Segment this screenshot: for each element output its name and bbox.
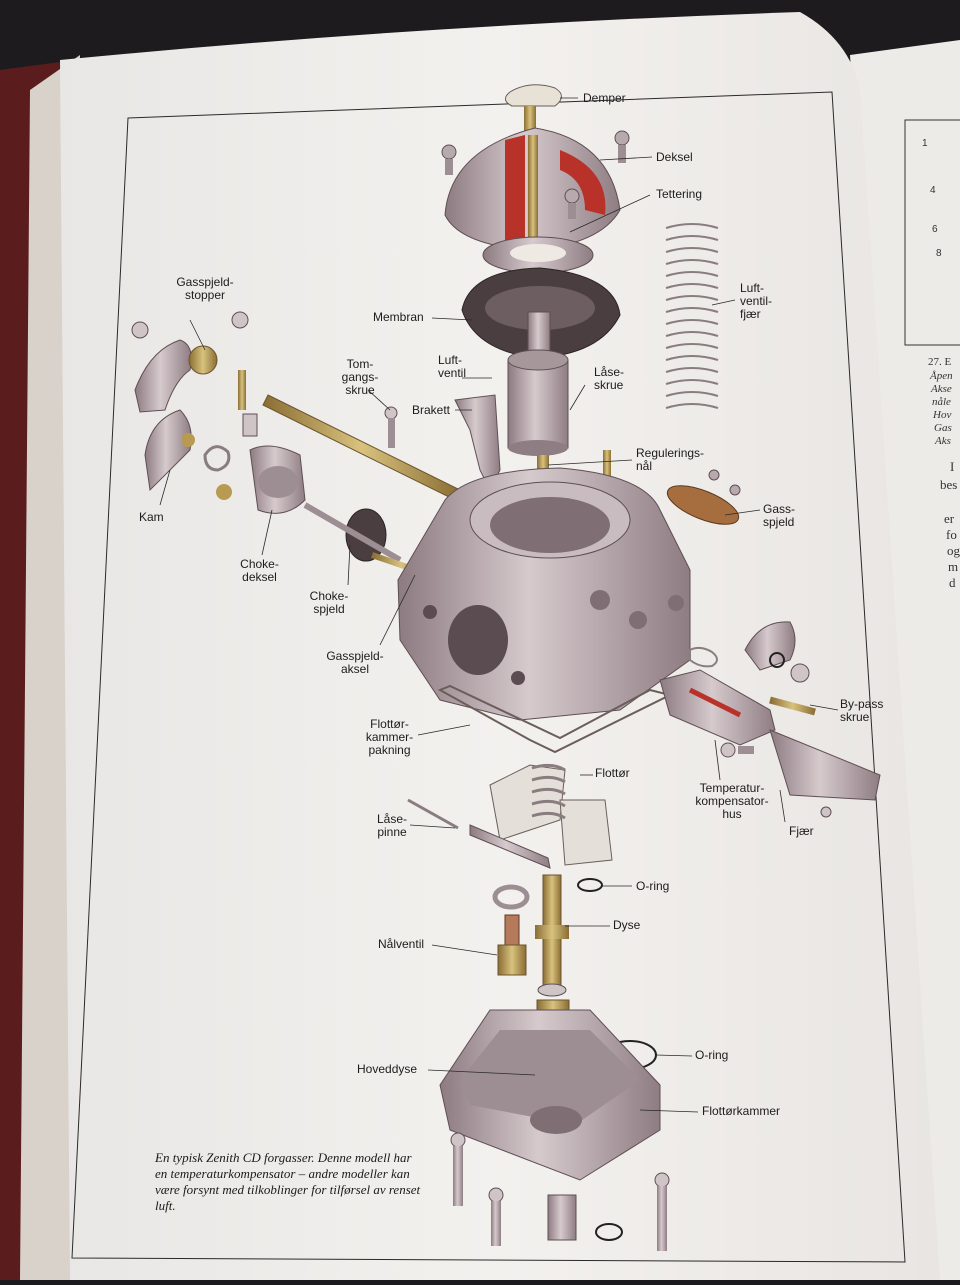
- right-line-5: Aks: [935, 435, 951, 447]
- label-membran: Membran: [373, 310, 424, 324]
- screws-top: [441, 130, 630, 219]
- right-body-5: m: [948, 559, 959, 574]
- right-tick-1: 1: [922, 138, 928, 149]
- float-bowl-part: [439, 1009, 661, 1181]
- label-chokespjeld: Choke- spjeld: [309, 589, 349, 616]
- needle-valve-part: [497, 914, 527, 976]
- right-body-0: I: [950, 459, 955, 474]
- cover-part: [444, 127, 621, 255]
- label-nalventil: Nålventil: [378, 937, 425, 951]
- carburetor-body: [397, 467, 691, 721]
- linkage-parts: [131, 311, 306, 514]
- sealing-ring-part: [482, 236, 594, 274]
- label-chokedeksel: Choke- deksel: [240, 557, 279, 584]
- right-line-2: nåle: [932, 396, 951, 408]
- label-luftventil: Luft- ventil: [438, 353, 467, 380]
- right-tick-4: 4: [930, 185, 936, 196]
- label-dyse: Dyse: [613, 918, 641, 932]
- right-body-6: d: [949, 575, 956, 590]
- label-reguleringsnal: Regulerings- nål: [636, 446, 705, 473]
- label-fjaer: Fjær: [789, 824, 814, 838]
- label-demper: Demper: [583, 91, 626, 105]
- label-oring-1: O-ring: [636, 879, 670, 893]
- label-bypass-skrue: By-pass skrue: [840, 697, 884, 724]
- jet-parts: [492, 874, 603, 997]
- label-hoveddyse: Hoveddyse: [357, 1062, 418, 1076]
- label-deksel: Deksel: [656, 150, 693, 164]
- label-oring-2: O-ring: [695, 1048, 729, 1062]
- label-flottorkammer: Flottørkammer: [702, 1104, 780, 1118]
- right-page-table: [904, 119, 960, 346]
- label-laseskrue: Låse- skrue: [594, 365, 625, 392]
- right-body-4: og: [947, 543, 960, 558]
- label-kam: Kam: [139, 510, 164, 524]
- label-gasspjeld-stopper: Gasspjeld- stopper: [176, 275, 234, 302]
- locking-pin-part: [407, 798, 459, 830]
- label-luftventil-fjaer: Luft- ventil- fjær: [740, 281, 773, 321]
- right-body-1: bes: [940, 477, 958, 492]
- throttle-plate-part: [666, 469, 741, 525]
- label-tettering: Tettering: [656, 187, 703, 201]
- label-tomgangsskrue: Tom- gangs- skrue: [341, 357, 379, 397]
- label-flottorkammerpakning: Flottør- kammer- pakning: [365, 717, 414, 757]
- right-line-0: Åpen: [930, 370, 953, 382]
- right-figure-ref: 27. E: [928, 356, 952, 368]
- air-valve-part: [507, 311, 569, 456]
- gasket-part: [437, 684, 673, 754]
- label-gasspjeldaksel: Gasspjeld- aksel: [326, 649, 384, 676]
- leader-lines: [159, 97, 839, 1113]
- label-brakett: Brakett: [412, 403, 451, 417]
- figure-frame: [71, 91, 906, 1263]
- right-body-2: er: [944, 511, 955, 526]
- label-temperaturkompensatorhus: Temperatur- kompensator- hus: [695, 781, 769, 821]
- right-line-1: Akse: [931, 383, 952, 395]
- label-flottor: Flottør: [595, 766, 630, 780]
- right-page: [850, 40, 960, 1280]
- right-line-3: Hov: [933, 409, 952, 421]
- float-part: [469, 763, 613, 869]
- air-valve-spring: [665, 223, 719, 409]
- right-line-4: Gas: [934, 422, 952, 434]
- right-tick-6: 6: [932, 224, 938, 235]
- bottom-screws: [450, 1132, 670, 1251]
- right-body-3: fo: [946, 527, 957, 542]
- label-lasepinne: Låse- pinne: [376, 812, 408, 839]
- right-tick-8: 8: [936, 248, 942, 259]
- label-gasspjeld: Gass- spjeld: [763, 502, 796, 529]
- temperature-compensator-parts: [659, 621, 881, 818]
- figure-caption: En typisk Zenith CD forgasser. Denne mod…: [155, 1150, 421, 1213]
